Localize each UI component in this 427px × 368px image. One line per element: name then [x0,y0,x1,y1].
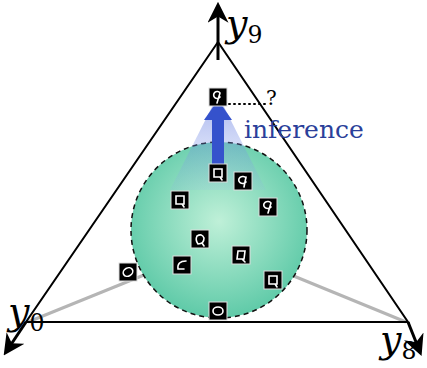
axis-label: y0 [8,292,44,330]
inference-label: inference [244,117,364,142]
question-mark: ? [266,88,277,108]
axis-label: y9 [226,4,262,42]
axis-label: y8 [380,320,416,358]
